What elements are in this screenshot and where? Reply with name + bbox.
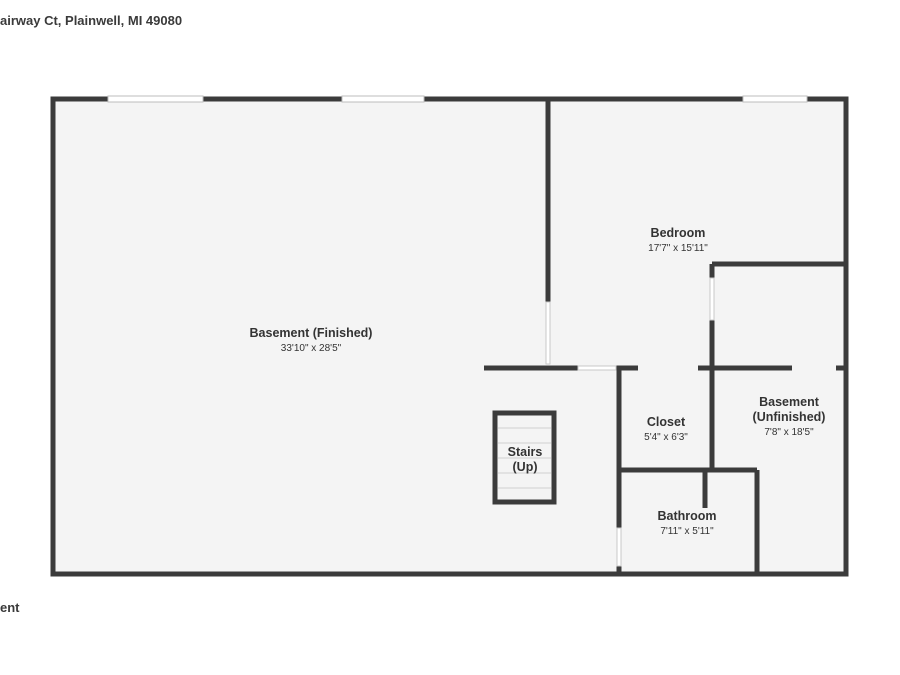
room-name: Basement (Finished) bbox=[249, 326, 373, 340]
room-name: Closet bbox=[646, 415, 686, 429]
room-name: (Up) bbox=[512, 460, 538, 474]
room-dimensions: 17'7" x 15'11" bbox=[648, 243, 708, 254]
floor-area bbox=[53, 99, 846, 574]
room-label-bedroom: Bedroom 17'7" x 15'11" bbox=[648, 226, 708, 255]
door-opening bbox=[545, 301, 551, 365]
window bbox=[341, 95, 425, 103]
room-name: Bathroom bbox=[657, 509, 717, 523]
window bbox=[742, 95, 808, 103]
room-name: Basement bbox=[759, 395, 819, 409]
floor-name-label: ent bbox=[0, 600, 20, 615]
property-address: airway Ct, Plainwell, MI 49080 bbox=[0, 13, 183, 28]
stair-treads bbox=[498, 427, 551, 489]
room-name: (Unfinished) bbox=[752, 410, 826, 424]
door-opening bbox=[709, 277, 715, 321]
door-opening bbox=[577, 365, 617, 371]
room-label-bathroom: Bathroom 7'11" x 5'11" bbox=[657, 509, 716, 538]
room-label-stairs: Stairs (Up) bbox=[508, 445, 543, 475]
room-dimensions: 7'11" x 5'11" bbox=[660, 526, 714, 537]
room-label-closet: Closet 5'4" x 6'3" bbox=[644, 415, 688, 444]
stairs bbox=[492, 410, 557, 505]
room-name: Stairs bbox=[507, 445, 543, 459]
room-dimensions: 33'10" x 28'5" bbox=[280, 343, 342, 354]
room-name: Bedroom bbox=[650, 226, 706, 240]
room-dimensions: 5'4" x 6'3" bbox=[644, 432, 688, 443]
window bbox=[107, 95, 204, 103]
interior-walls bbox=[484, 99, 846, 574]
room-label-basement-unfinished: Basement (Unfinished) 7'8" x 18'5" bbox=[753, 395, 826, 439]
windows bbox=[107, 95, 808, 103]
door-openings bbox=[545, 277, 715, 567]
room-label-basement-finished: Basement (Finished) 33'10" x 28'5" bbox=[250, 326, 373, 355]
door-opening bbox=[616, 527, 622, 567]
room-dimensions: 7'8" x 18'5" bbox=[764, 427, 814, 438]
